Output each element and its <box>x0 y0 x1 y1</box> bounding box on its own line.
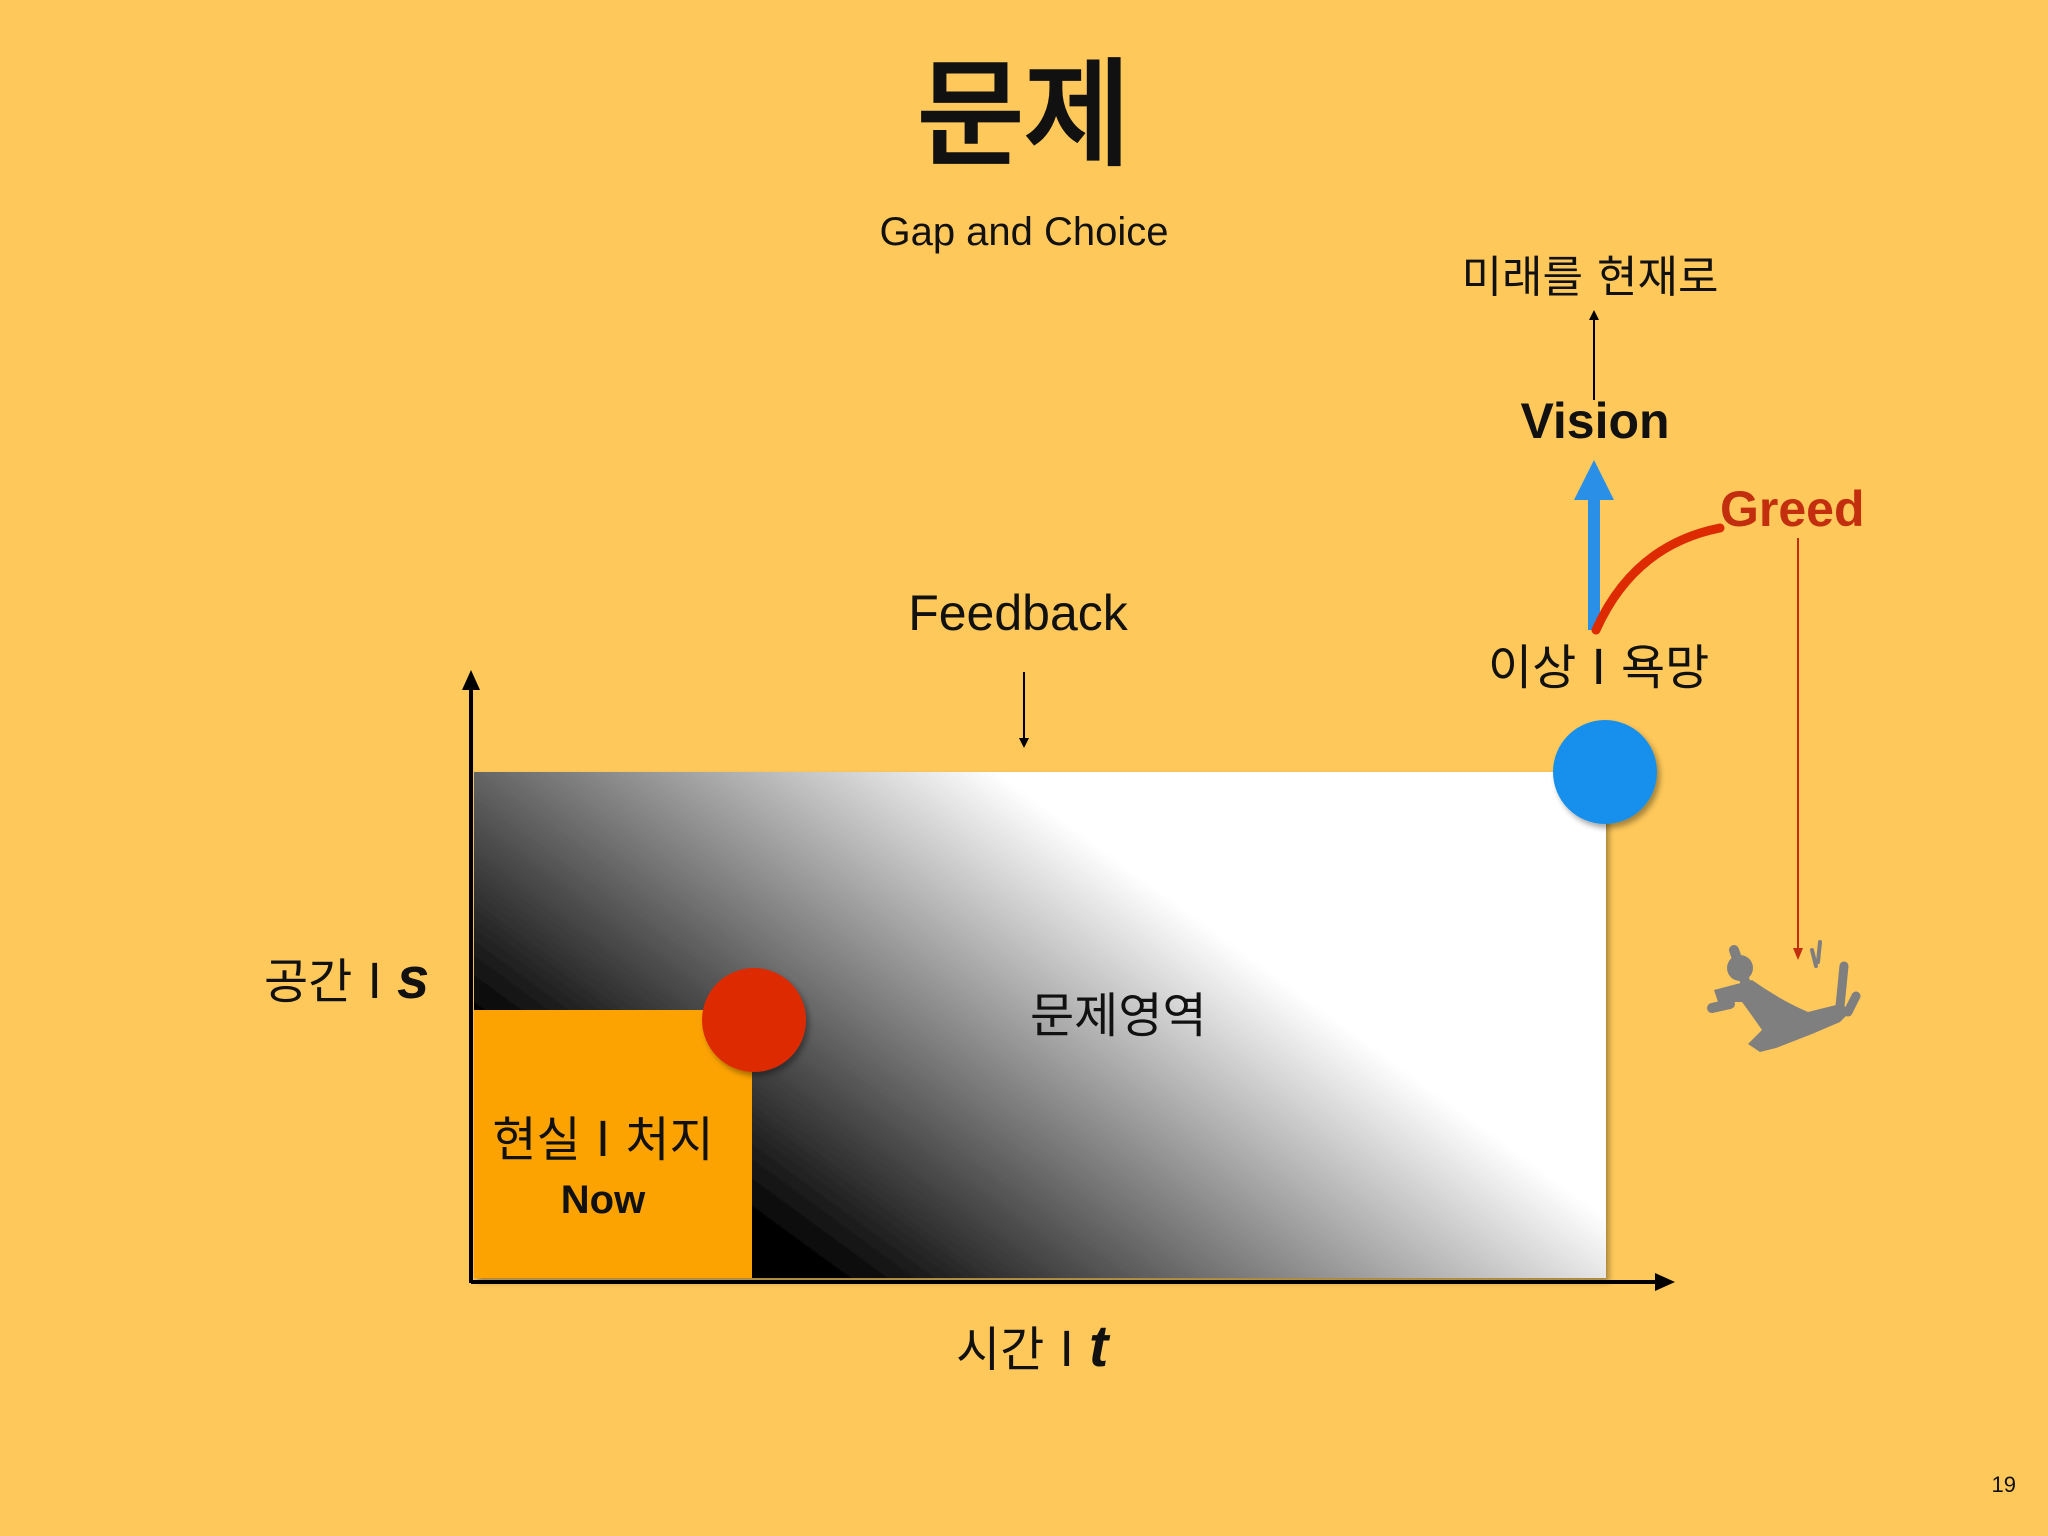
slide-subtitle: Gap and Choice <box>879 210 1169 254</box>
greed-curve <box>1591 523 1725 635</box>
falling-person-icon <box>1707 940 1861 1052</box>
greed-fall-arrowhead <box>1793 948 1803 960</box>
x-axis-label-text: 시간 I <box>956 1322 1089 1378</box>
ideal-label: 이상 I 욕망 <box>1488 640 1710 696</box>
reality-label: 현실 I 처지 <box>492 1112 714 1168</box>
page-number: 19 <box>1991 1472 2016 1497</box>
feedback-arrowhead <box>1019 738 1029 748</box>
y-axis-label-text: 공간 I <box>264 954 397 1010</box>
vision-label: Vision <box>1520 393 1670 449</box>
now-dot <box>702 968 806 1072</box>
greed-label: Greed <box>1720 481 1865 537</box>
future-label: 미래를 현재로 <box>1461 252 1719 303</box>
problem-area-label: 문제영역 <box>1030 988 1207 1044</box>
y-axis-arrowhead <box>462 670 480 690</box>
feedback-label: Feedback <box>908 585 1128 641</box>
future-arrowhead <box>1589 310 1599 320</box>
x-axis-arrowhead <box>1655 1273 1675 1291</box>
x-axis-label: 시간 I t <box>956 1318 1108 1376</box>
now-box <box>474 1010 752 1278</box>
ideal-dot <box>1553 720 1657 824</box>
now-label: Now <box>560 1178 646 1222</box>
y-axis-label: 공간 I s <box>264 950 429 1008</box>
y-axis-symbol: s <box>397 946 430 1011</box>
slide-title: 문제 <box>917 48 1131 183</box>
vision-arrowhead <box>1574 460 1614 500</box>
x-axis-symbol: t <box>1089 1314 1109 1379</box>
